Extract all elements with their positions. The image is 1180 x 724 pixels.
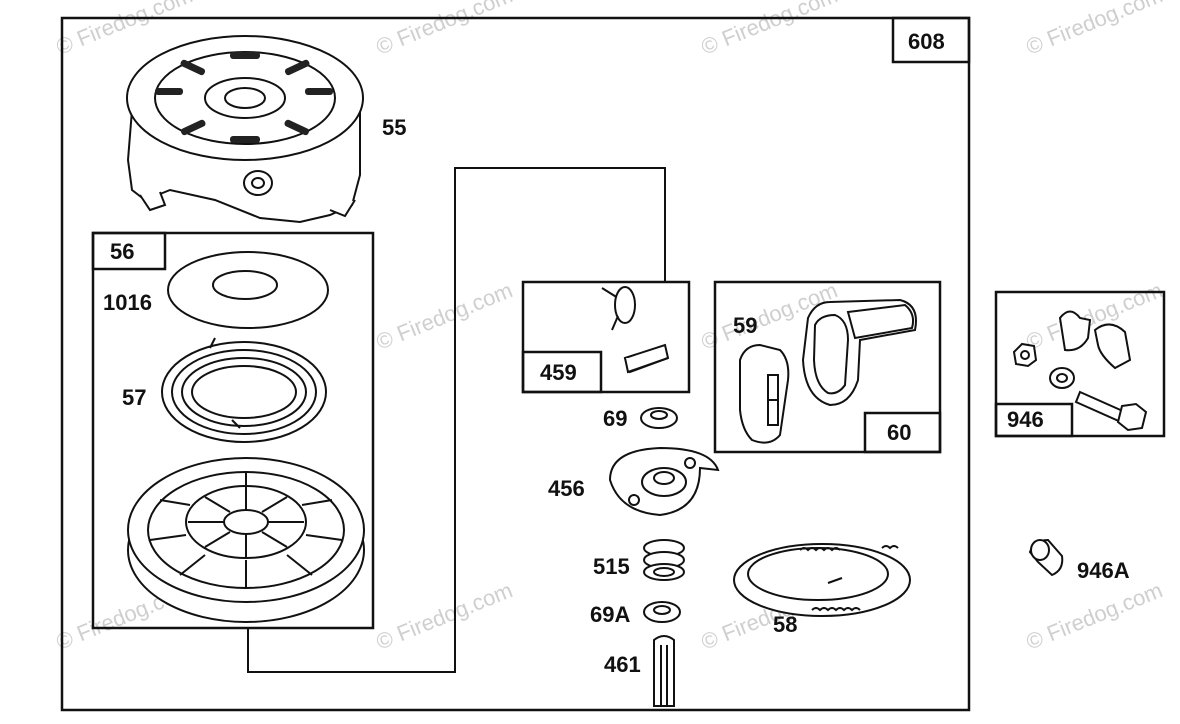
bolt xyxy=(1074,390,1148,432)
hardware-box xyxy=(994,290,1166,438)
label-608: 608 xyxy=(908,29,945,54)
washer-1016 xyxy=(167,251,329,329)
watermark: © Firedog.com xyxy=(373,0,516,60)
pulley-kit-label-frame xyxy=(91,231,167,271)
pin-461 xyxy=(653,635,675,707)
watermark: © Firedog.com xyxy=(373,577,516,654)
washer-69 xyxy=(640,407,678,429)
label-456: 456 xyxy=(548,476,585,501)
handle-insert-59 xyxy=(739,343,790,444)
starter-pulley xyxy=(127,457,365,623)
label-946a: 946A xyxy=(1077,558,1130,583)
bushing-946a xyxy=(1028,538,1064,577)
lock-washer xyxy=(1049,367,1075,389)
starter-handle xyxy=(801,298,917,407)
starter-rope-58 xyxy=(733,543,911,617)
label-58: 58 xyxy=(773,612,797,637)
handle-label-frame xyxy=(863,411,942,454)
label-60: 60 xyxy=(887,420,911,445)
handle-box xyxy=(713,280,942,454)
label-515: 515 xyxy=(593,554,630,579)
label-55: 55 xyxy=(382,115,406,140)
label-59: 59 xyxy=(733,313,757,338)
watermark: © Firedog.com xyxy=(698,0,841,60)
spring-515 xyxy=(643,539,685,581)
pawl xyxy=(623,343,670,374)
pulley-kit-box xyxy=(91,231,375,630)
label-459: 459 xyxy=(540,360,577,385)
watermark: © Firedog.com xyxy=(1023,277,1166,354)
watermark: © Firedog.com xyxy=(373,277,516,354)
outer-assembly-box xyxy=(60,16,971,712)
label-461: 461 xyxy=(604,652,641,677)
washer-69a xyxy=(643,601,681,623)
starter-housing xyxy=(126,35,364,224)
label-1016: 1016 xyxy=(103,290,152,315)
rewind-spring-57 xyxy=(161,337,327,443)
watermark: © Firedog.com xyxy=(1023,577,1166,654)
label-56: 56 xyxy=(110,239,134,264)
watermark: © Firedog.com xyxy=(1023,0,1166,60)
label-69a: 69A xyxy=(590,602,630,627)
outer-box-label-frame xyxy=(891,16,971,64)
connector-line xyxy=(247,167,666,673)
pawl-spring xyxy=(601,286,636,331)
retainer-456 xyxy=(608,446,720,517)
hardware-label-frame xyxy=(994,402,1074,438)
pawl-kit-box xyxy=(521,280,691,394)
label-69: 69 xyxy=(603,406,627,431)
hex-nut xyxy=(1012,342,1038,368)
label-946: 946 xyxy=(1007,407,1044,432)
clamp xyxy=(1058,310,1132,370)
pawl-kit-label-frame xyxy=(521,350,603,394)
label-57: 57 xyxy=(122,385,146,410)
